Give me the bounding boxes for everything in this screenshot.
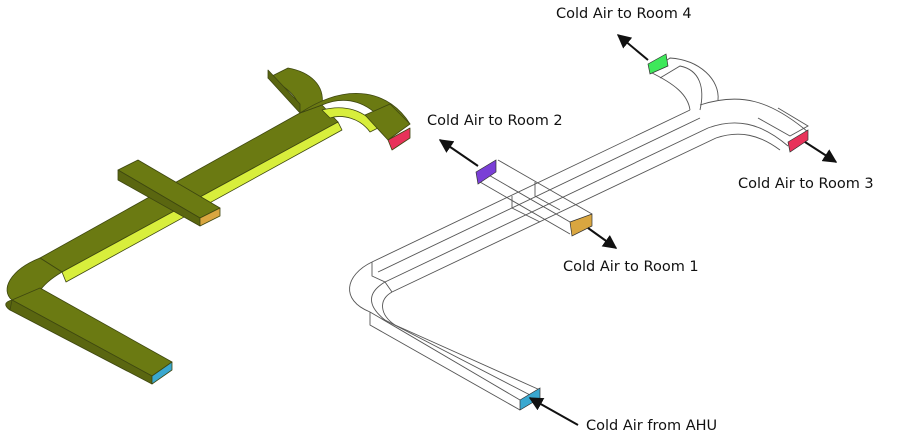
wire-tee-1: [649, 57, 719, 101]
label-room1: Cold Air to Room 1: [563, 259, 699, 275]
wire-right-3: [715, 133, 781, 151]
arrow-room4: [616, 34, 649, 61]
wire-main-rail-3: [384, 127, 709, 283]
wire-lower-1: [369, 311, 521, 401]
tee-side: [267, 69, 301, 114]
wire-lower-2: [384, 319, 533, 397]
solid-duct-model: [5, 67, 411, 385]
solid-inlet-ahu: [151, 361, 173, 385]
wire-main-rail-2: [377, 117, 701, 273]
label-room3: Cold Air to Room 3: [738, 176, 874, 192]
wire-branch-3: [479, 181, 571, 235]
label-room2: Cold Air to Room 2: [427, 113, 563, 129]
arrow-ahu: [528, 397, 579, 426]
arrow-room3: [804, 141, 838, 163]
wire-right-straight: [757, 107, 809, 137]
solid-outlet-room1: [199, 207, 221, 227]
wire-section-1: [371, 262, 393, 293]
wire-outlet-room2: [475, 159, 497, 185]
wire-outlet-room4: [647, 53, 669, 75]
flow-arrows: [438, 34, 838, 426]
wire-outlet-room1: [569, 213, 593, 237]
wire-section-3: [534, 182, 561, 211]
wire-branch-1: [479, 169, 571, 223]
wire-elbow-1: [349, 261, 373, 313]
wireframe-ports: [475, 53, 809, 411]
right-branch-top: [364, 103, 411, 141]
wireframe-duct-model: [349, 57, 809, 411]
main-duct-top: [39, 104, 339, 273]
label-ahu: Cold Air from AHU: [586, 418, 718, 434]
wire-elbow-2: [371, 281, 386, 321]
arrow-room1: [587, 227, 618, 249]
lower-duct-top: [11, 287, 173, 377]
wire-main-rail-4: [391, 137, 717, 293]
wire-tee-3: [649, 71, 691, 111]
solid-outlet-room3: [387, 127, 411, 151]
wire-main-rail-1: [371, 109, 691, 263]
right-curve-inner: [321, 107, 379, 133]
wire-right-1: [699, 98, 809, 133]
wire-lower-3: [394, 324, 541, 391]
wire-branch-2: [497, 159, 593, 215]
wire-tee-2: [659, 65, 703, 111]
wire-elbow-3: [382, 291, 396, 326]
arrow-room2: [438, 139, 479, 167]
wire-lower-edge: [369, 312, 521, 411]
wire-outlet-room3: [787, 129, 809, 153]
label-room4: Cold Air to Room 4: [556, 6, 692, 22]
wire-right-2: [707, 122, 789, 147]
